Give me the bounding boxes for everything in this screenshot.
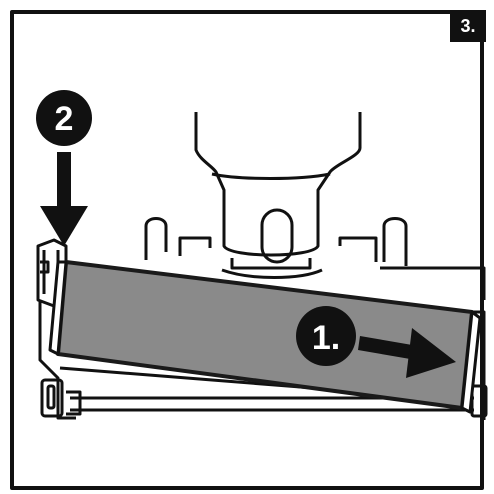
brush-roller	[48, 260, 482, 414]
callout-step-1: 1.	[296, 306, 456, 378]
roller-body	[56, 260, 474, 410]
neck-inner-band	[211, 172, 331, 180]
callout-2-label: 2	[55, 100, 74, 138]
right-tower	[338, 236, 378, 262]
left-side-wall	[38, 300, 76, 420]
callout-step-2: 2	[36, 90, 92, 246]
callout-2-circle	[36, 90, 92, 146]
roller-right-lip	[460, 310, 482, 414]
down-arrow-head	[40, 206, 88, 246]
roller-left-lip	[48, 260, 68, 356]
callout-1-circle	[296, 306, 356, 366]
left-rail-end	[66, 390, 82, 416]
right-arrow-head	[406, 328, 456, 378]
left-clip-inner	[46, 384, 56, 410]
left-tower-2	[178, 236, 212, 256]
step-number-badge: 3.	[450, 10, 486, 42]
left-tower	[144, 217, 168, 260]
neck-base	[221, 268, 323, 279]
callout-1-label: 1.	[312, 319, 340, 357]
down-arrow-shaft	[57, 152, 71, 212]
neck-collar	[230, 258, 312, 270]
vacuum-neck	[194, 112, 362, 279]
right-wall	[380, 266, 486, 300]
right-side-wall	[470, 310, 486, 420]
right-arrow-shaft	[358, 336, 418, 360]
neck-outer	[194, 112, 362, 257]
left-clip	[40, 378, 64, 418]
neck-slot	[260, 208, 294, 264]
right-tower-2	[382, 217, 408, 266]
